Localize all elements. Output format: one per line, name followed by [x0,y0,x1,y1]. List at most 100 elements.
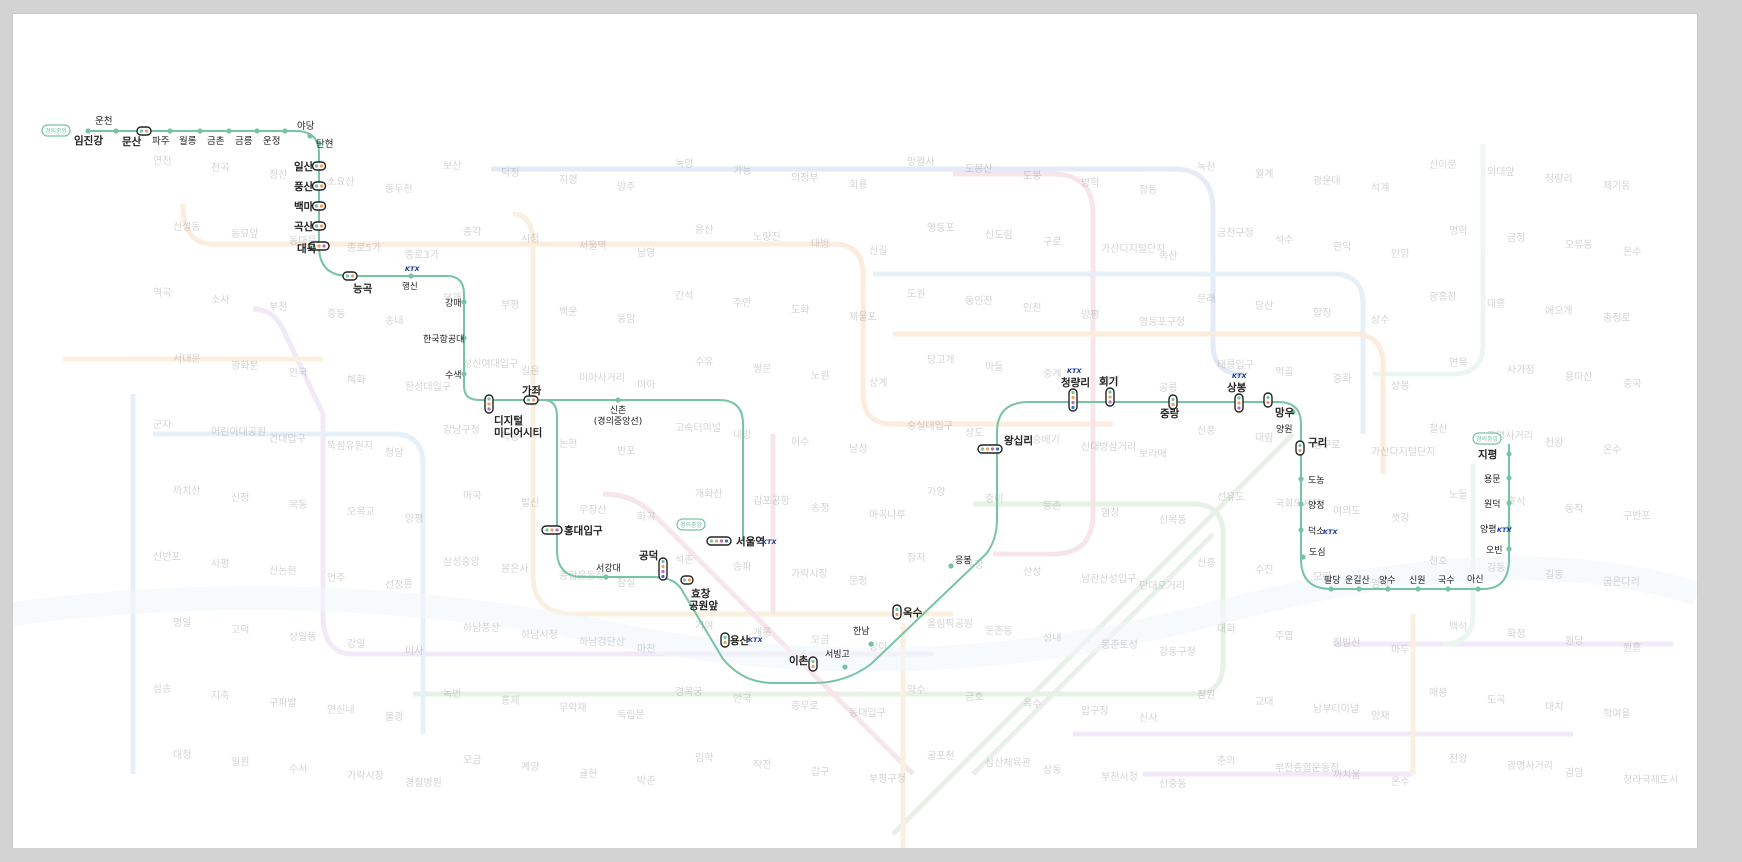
station-label-sangbong[interactable]: 상봉 [1227,381,1247,394]
transfer-station-gongdeok[interactable] [658,557,668,581]
station-label-geumneung[interactable]: 금릉 [235,136,253,147]
station-label-imjingang[interactable]: 임진강 [74,134,103,147]
station-label-seobinggo[interactable]: 서빙고 [825,649,850,660]
transfer-station-yongsan[interactable] [720,632,730,648]
station-dot-wondeok[interactable] [1506,500,1512,506]
station-dot-geumchon[interactable] [226,128,232,134]
station-dot-eungbong[interactable] [948,563,954,569]
station-dot-tanhyeon[interactable] [316,141,322,147]
transfer-station-munsan[interactable] [136,126,152,136]
station-label-baengma[interactable]: 백마 [294,200,314,213]
transfer-station-mangu[interactable] [1263,392,1273,408]
station-label-mangu[interactable]: 망우 [1275,406,1295,419]
station-label-hyochang_1[interactable]: 효창 [691,587,711,600]
station-dot-paldang[interactable] [1328,586,1334,592]
station-label-goksan[interactable]: 곡산 [294,220,314,233]
station-label-ichon[interactable]: 이촌 [789,654,809,667]
station-label-jipyeong[interactable]: 지평 [1478,448,1497,461]
station-label-wondeok[interactable]: 원덕 [1484,499,1501,510]
station-label-daegok[interactable]: 대곡 [297,242,317,255]
station-label-yangsu[interactable]: 양수 [1379,575,1396,586]
transfer-station-ichon[interactable] [808,656,818,672]
station-label-hongik[interactable]: 홍대입구 [564,524,603,537]
transfer-station-hongik[interactable] [541,525,563,535]
station-label-uncheon[interactable]: 운천 [95,116,112,127]
station-dot-asin[interactable] [1475,586,1481,592]
station-label-susaek[interactable]: 수색 [445,370,462,381]
station-label-guri[interactable]: 구리 [1308,436,1327,449]
transfer-station-jungnang[interactable] [1168,394,1178,410]
station-label-obin[interactable]: 오빈 [1486,545,1503,556]
station-dot-yangsu[interactable] [1385,586,1391,592]
station-dot-haengsin[interactable] [408,273,414,279]
station-label-hyochang_2[interactable]: 공원앞 [689,599,718,612]
station-label-yangpyeong[interactable]: 양평 [1480,524,1497,535]
station-dot-gangmae[interactable] [461,299,467,305]
station-label-sinchon_1[interactable]: 신촌 [610,405,627,416]
station-dot-jipyeong[interactable] [1506,451,1512,457]
station-label-dmc_2[interactable]: 미디어시티 [494,426,542,439]
transfer-station-sangbong[interactable] [1234,393,1244,413]
station-label-geumchon[interactable]: 금촌 [207,136,225,147]
station-label-wollong[interactable]: 월롱 [179,135,197,147]
station-label-neunggok[interactable]: 능곡 [353,283,373,295]
transfer-station-daegok[interactable] [308,241,330,251]
station-label-wangsimni[interactable]: 왕십리 [1004,434,1033,447]
station-label-yongmun[interactable]: 용문 [1484,474,1501,485]
station-dot-dongnong[interactable] [1298,476,1304,482]
station-dot-wollong[interactable] [197,128,203,134]
station-label-oksu[interactable]: 옥수 [903,607,923,619]
station-label-ilsan[interactable]: 일산 [294,160,314,173]
transfer-station-guri[interactable] [1295,440,1305,456]
station-label-dosim[interactable]: 도심 [1309,547,1326,558]
transfer-station-oksu[interactable] [892,604,902,620]
station-label-yongsan[interactable]: 용산 [730,634,750,647]
station-label-tanhyeon[interactable]: 탄현 [316,139,333,150]
station-label-sinchon_2[interactable]: (경의중앙선) [594,415,642,427]
transfer-station-gajwa[interactable] [523,395,539,405]
station-label-munsan[interactable]: 문산 [122,135,142,148]
station-label-paju[interactable]: 파주 [152,136,170,147]
transfer-station-hyochang_1[interactable] [680,575,694,585]
station-dot-yangjeong[interactable] [1298,501,1304,507]
transfer-station-baengma[interactable] [311,201,327,211]
station-label-hoegi[interactable]: 회기 [1099,375,1118,388]
station-dot-deokso[interactable] [1298,527,1304,533]
station-dot-unjeong[interactable] [282,128,288,134]
station-dot-yangpyeong[interactable] [1506,525,1512,531]
station-label-yangjeong[interactable]: 양정 [1308,500,1325,511]
station-dot-imjingang[interactable] [85,128,91,134]
station-label-paldang[interactable]: 팔당 [1324,574,1341,586]
station-dot-yongmun[interactable] [1506,475,1512,481]
transfer-station-dmc_1[interactable] [484,394,494,414]
station-label-pungsan[interactable]: 풍산 [294,180,314,193]
station-dot-sinwon[interactable] [1415,586,1421,592]
station-dot-guksu[interactable] [1445,586,1451,592]
transfer-station-ilsan[interactable] [311,161,327,171]
station-label-seoul_station[interactable]: 서울역 [736,535,765,548]
station-dot-seogang[interactable] [603,574,609,580]
station-dot-uncheon[interactable] [113,128,119,134]
transfer-station-goksan[interactable] [311,221,327,231]
station-dot-obin[interactable] [1506,546,1512,552]
transfer-station-wangsimni[interactable] [977,444,1003,454]
station-label-gongdeok[interactable]: 공덕 [639,549,658,562]
station-dot-dosim[interactable] [1300,554,1306,560]
station-dot-sinchon_1[interactable] [615,397,621,403]
station-label-yangwon[interactable]: 양원 [1276,424,1293,435]
station-label-jungnang[interactable]: 중랑 [1160,408,1180,420]
station-dot-yadang[interactable] [307,133,313,139]
station-label-cheongnyangni[interactable]: 청량리 [1061,376,1090,389]
gyeongui-jungang-line[interactable] [88,130,744,540]
station-label-sinwon[interactable]: 신원 [1409,575,1426,586]
station-label-guksu[interactable]: 국수 [1438,575,1455,586]
gyeongui-jungang-line-branch[interactable] [542,399,1510,684]
station-dot-seobinggo[interactable] [842,664,848,670]
station-label-gangmae[interactable]: 강매 [445,298,462,309]
station-dot-hanguk_hanggong[interactable] [461,335,467,341]
station-label-ungilsan[interactable]: 운길산 [1345,575,1370,586]
transfer-station-hoegi[interactable] [1105,387,1115,407]
station-label-hannam[interactable]: 한남 [853,626,870,637]
station-dot-hannam[interactable] [868,641,874,647]
